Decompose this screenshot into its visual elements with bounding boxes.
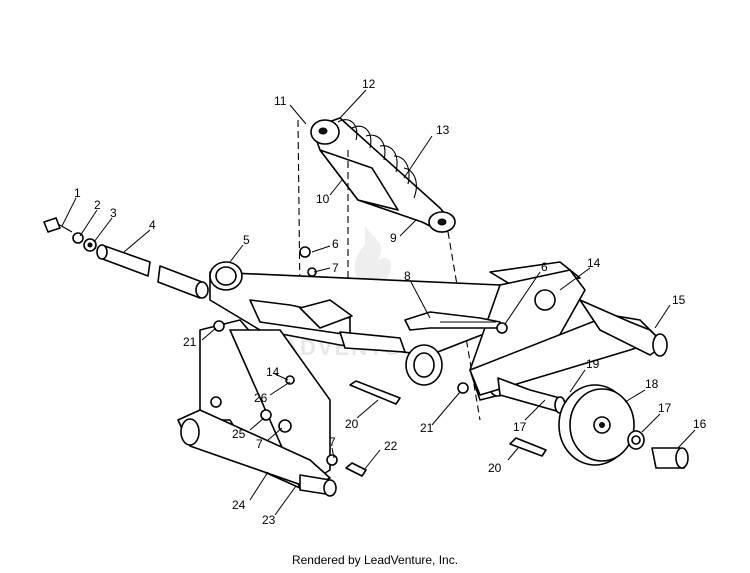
callout-label: 23 <box>262 513 276 527</box>
callout-label: 12 <box>362 77 376 91</box>
callout-label: 6 <box>541 260 548 274</box>
callout-label: 22 <box>384 439 398 453</box>
callout-label: 19 <box>586 357 600 371</box>
callout-label: 20 <box>488 461 502 475</box>
callout-label: 9 <box>390 231 397 245</box>
callout-label: 21 <box>420 421 434 435</box>
callout-label: 17 <box>513 420 527 434</box>
alignment-line <box>447 231 481 421</box>
callout-label: 4 <box>149 218 156 232</box>
callout-label: 14 <box>266 365 280 379</box>
alignment-line <box>297 119 301 301</box>
render-credit: Rendered by LeadVenture, Inc. <box>291 553 459 567</box>
callout-label: 10 <box>316 192 330 206</box>
callout-label: 26 <box>254 391 268 405</box>
callout-labels: 1 2 3 4 5 6 6 7 7 7 8 9 10 11 12 13 14 1… <box>74 77 707 527</box>
hardware <box>210 246 547 477</box>
callout-label: 13 <box>436 123 450 137</box>
callout-label: 18 <box>645 377 659 391</box>
front-arm <box>209 261 581 386</box>
callout-label: 24 <box>232 498 246 512</box>
callout-label: 8 <box>404 269 411 283</box>
callout-label: 14 <box>587 256 601 270</box>
callout-label: 5 <box>243 233 250 247</box>
callout-label: 17 <box>658 401 672 415</box>
callout-label: 7 <box>329 435 336 449</box>
idler-wheel <box>497 377 689 469</box>
callout-label: 11 <box>274 94 287 108</box>
callout-label: 16 <box>693 417 707 431</box>
callout-label: 7 <box>256 437 263 451</box>
left-axle-parts <box>43 217 209 299</box>
callout-label: 21 <box>183 335 197 349</box>
callout-label: 15 <box>672 293 686 307</box>
cross-shaft <box>469 299 668 396</box>
rear-arm <box>177 319 337 497</box>
callout-lines <box>61 89 696 516</box>
shock-absorber <box>310 117 456 233</box>
callout-label: 2 <box>94 198 101 212</box>
callout-label: 1 <box>74 186 81 200</box>
callout-label: 7 <box>332 261 339 275</box>
callout-label: 25 <box>232 427 246 441</box>
callout-label: 6 <box>332 237 339 251</box>
callout-label: 3 <box>110 206 117 220</box>
callout-label: 20 <box>345 417 359 431</box>
